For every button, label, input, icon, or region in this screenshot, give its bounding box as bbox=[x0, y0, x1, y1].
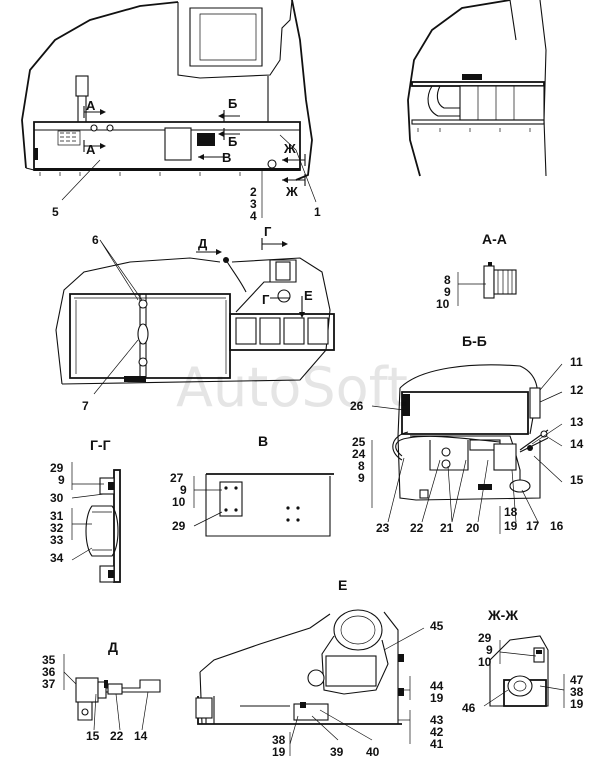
gg-callout-29: 29 bbox=[50, 461, 64, 475]
section-mark-b-upper: Б bbox=[228, 96, 237, 111]
section-v-title: В bbox=[258, 433, 268, 449]
section-d: Д 35 36 37 15 22 14 bbox=[42, 639, 161, 743]
bb-callout-22: 22 bbox=[410, 521, 424, 535]
gg-callout-32: 32 bbox=[50, 521, 64, 535]
section-mark-g-lower: Г bbox=[262, 292, 270, 307]
zhzh-callout-9: 9 bbox=[486, 643, 493, 657]
callout-4: 4 bbox=[250, 209, 257, 223]
section-zhzh-title: Ж-Ж bbox=[487, 607, 518, 623]
bb-callout-21: 21 bbox=[440, 521, 454, 535]
bb-callout-19: 19 bbox=[504, 519, 518, 533]
d-callout-37: 37 bbox=[42, 677, 56, 691]
d-callout-35: 35 bbox=[42, 653, 56, 667]
bb-callout-13: 13 bbox=[570, 415, 584, 429]
section-mark-b-lower: Б bbox=[228, 134, 237, 149]
e-callout-39: 39 bbox=[330, 745, 344, 759]
section-mark-d: Д bbox=[198, 236, 208, 251]
main-view: А А Б Б В Ж Ж 2 3 4 5 1 bbox=[21, 0, 321, 223]
section-mark-v: В bbox=[222, 150, 231, 165]
bb-callout-16: 16 bbox=[550, 519, 564, 533]
callout-5: 5 bbox=[52, 205, 59, 219]
gg-callout-33: 33 bbox=[50, 533, 64, 547]
bb-callout-12: 12 bbox=[570, 383, 584, 397]
bb-callout-25: 25 bbox=[352, 435, 366, 449]
section-e-title: Е bbox=[338, 577, 347, 593]
section-mark-zh-lower: Ж bbox=[285, 184, 298, 199]
d-callout-15: 15 bbox=[86, 729, 100, 743]
gg-callout-30: 30 bbox=[50, 491, 64, 505]
bb-callout-9: 9 bbox=[358, 471, 365, 485]
bb-callout-17: 17 bbox=[526, 519, 540, 533]
gg-callout-34: 34 bbox=[50, 551, 64, 565]
e-callout-41: 41 bbox=[430, 737, 444, 751]
e-callout-44: 44 bbox=[430, 679, 444, 693]
section-mark-e: Е bbox=[304, 288, 313, 303]
section-mark-g-upper: Г bbox=[264, 224, 272, 239]
section-bb: Б-Б 11 12 26 bbox=[350, 333, 584, 535]
d-callout-14: 14 bbox=[134, 729, 148, 743]
section-bb-title: Б-Б bbox=[462, 333, 487, 349]
section-mark-zh-upper: Ж bbox=[283, 141, 296, 156]
section-e: Е 45 44 19 43 42 41 38 19 39 40 bbox=[195, 577, 444, 759]
zhzh-callout-19: 19 bbox=[570, 697, 584, 711]
section-gg-title: Г-Г bbox=[90, 437, 111, 453]
top-right-detail bbox=[407, 0, 547, 177]
section-v: В 27 9 10 29 bbox=[170, 433, 334, 537]
callout-6: 6 bbox=[92, 233, 99, 247]
bb-callout-15: 15 bbox=[570, 473, 584, 487]
section-aa-title: А-А bbox=[482, 231, 507, 247]
aa-callout-8: 8 bbox=[444, 273, 451, 287]
e-callout-40: 40 bbox=[366, 745, 380, 759]
aa-callout-9: 9 bbox=[444, 285, 451, 299]
section-aa: А-А 8 9 10 bbox=[436, 231, 517, 311]
bb-callout-24: 24 bbox=[352, 447, 366, 461]
e-callout-43: 43 bbox=[430, 713, 444, 727]
callout-2: 2 bbox=[250, 185, 257, 199]
zhzh-callout-29: 29 bbox=[478, 631, 492, 645]
callout-1: 1 bbox=[314, 205, 321, 219]
section-mark-a-upper: А bbox=[86, 98, 96, 113]
zhzh-callout-10: 10 bbox=[478, 655, 492, 669]
e-callout-19b: 19 bbox=[272, 745, 286, 759]
d-callout-22: 22 bbox=[110, 729, 124, 743]
section-zhzh: Ж-Ж 29 9 10 47 38 19 46 bbox=[462, 607, 584, 715]
gg-callout-31: 31 bbox=[50, 509, 64, 523]
gg-callout-9: 9 bbox=[58, 473, 65, 487]
e-callout-42: 42 bbox=[430, 725, 444, 739]
e-callout-19: 19 bbox=[430, 691, 444, 705]
bb-callout-11: 11 bbox=[570, 355, 583, 369]
bb-callout-8: 8 bbox=[358, 459, 365, 473]
bb-callout-18: 18 bbox=[504, 505, 518, 519]
v-callout-9: 9 bbox=[180, 483, 187, 497]
section-d-title: Д bbox=[108, 639, 118, 655]
callout-3: 3 bbox=[250, 197, 257, 211]
e-callout-45: 45 bbox=[430, 619, 444, 633]
v-callout-10: 10 bbox=[172, 495, 186, 509]
bb-callout-23: 23 bbox=[376, 521, 390, 535]
bb-callout-26: 26 bbox=[350, 399, 364, 413]
v-callout-29: 29 bbox=[172, 519, 186, 533]
d-callout-36: 36 bbox=[42, 665, 56, 679]
bb-callout-14: 14 bbox=[570, 437, 584, 451]
section-gg: Г-Г 29 9 30 31 32 33 34 bbox=[50, 437, 121, 583]
bb-callout-20: 20 bbox=[466, 521, 480, 535]
section-mark-a-lower: А bbox=[86, 142, 96, 157]
aa-callout-10: 10 bbox=[436, 297, 450, 311]
zhzh-callout-47: 47 bbox=[570, 673, 584, 687]
top-left-assembly: Д Г Г Е 6 7 bbox=[55, 224, 335, 413]
zhzh-callout-38: 38 bbox=[570, 685, 584, 699]
v-callout-27: 27 bbox=[170, 471, 184, 485]
e-callout-38: 38 bbox=[272, 733, 286, 747]
watermark: AutoSoft bbox=[176, 356, 408, 419]
zhzh-callout-46: 46 bbox=[462, 701, 476, 715]
callout-7: 7 bbox=[82, 399, 89, 413]
